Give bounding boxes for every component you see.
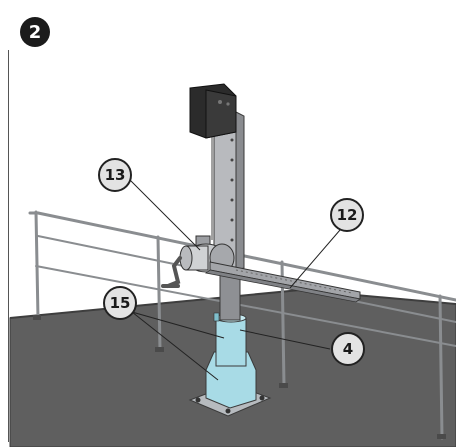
railing-feet [33, 315, 446, 439]
callout-13: 13 [98, 158, 132, 192]
arm-holes [230, 138, 234, 242]
pulley-head [189, 83, 237, 139]
winch [161, 235, 235, 288]
callout-4: 4 [331, 332, 365, 366]
horizontal-boom [205, 261, 361, 303]
callout-15: 15 [103, 286, 137, 320]
callout-12: 12 [330, 198, 364, 232]
railing [28, 210, 456, 440]
step-number-badge: 2 [20, 17, 50, 47]
left-margin-rule [8, 50, 9, 442]
mounting-sleeve [215, 317, 247, 367]
leader-lines [129, 179, 341, 381]
